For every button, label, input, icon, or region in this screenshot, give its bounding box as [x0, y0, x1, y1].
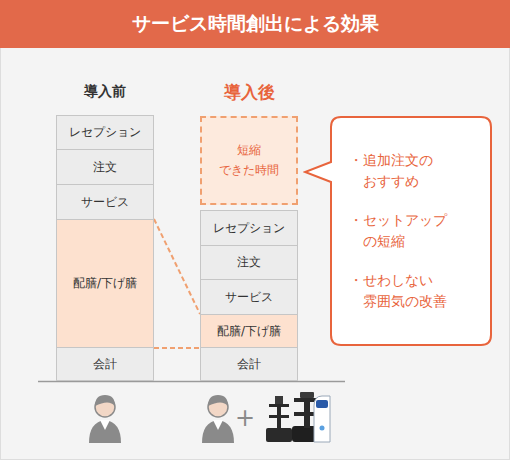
callout-shape — [305, 117, 491, 345]
column-heading: 導入後 — [224, 81, 275, 104]
box-label: 配膳/下げ膳 — [217, 323, 281, 339]
box-label: 短縮 できた時間 — [213, 141, 285, 179]
robot-icon — [266, 396, 292, 442]
dashed-connector — [154, 347, 200, 349]
process-box: 配膳/下げ膳 — [200, 314, 298, 348]
process-box: 注文 — [200, 245, 298, 280]
column-heading: 導入前 — [84, 83, 126, 101]
process-box: 注文 — [56, 149, 154, 185]
person-icon — [89, 395, 121, 443]
dashed-connector — [154, 219, 200, 314]
box-label: サービス — [225, 289, 273, 305]
process-box: 会計 — [56, 347, 154, 381]
box-label: レセプション — [69, 124, 141, 140]
box-label: 配膳/下げ膳 — [73, 275, 137, 291]
callout-outline — [303, 116, 495, 346]
process-box: サービス — [200, 279, 298, 315]
process-box: サービス — [56, 184, 154, 220]
title-banner — [0, 0, 510, 48]
process-box: レセプション — [200, 210, 298, 246]
process-box: レセプション — [56, 115, 154, 150]
box-label: サービス — [81, 194, 129, 210]
robot-icon — [314, 396, 330, 442]
person-icon — [202, 395, 234, 443]
callout-bullet: ・追加注文の おすすめ — [349, 150, 461, 192]
box-label: レセプション — [213, 220, 285, 236]
box-label: 会計 — [237, 356, 261, 372]
callout-bullet: ・セットアップ の短縮 — [349, 210, 461, 252]
process-box: 配膳/下げ膳 — [56, 219, 154, 348]
box-label: 注文 — [237, 254, 261, 270]
saved-time-box: 短縮 できた時間 — [200, 116, 298, 205]
callout-bullet: ・せわしない 雰囲気の改善 — [349, 270, 461, 312]
process-box: 会計 — [200, 347, 298, 381]
plus-sign: + — [235, 404, 255, 432]
box-label: 注文 — [93, 159, 117, 175]
box-label: 会計 — [93, 356, 117, 372]
diagram-title: サービス時間創出による効果 — [0, 0, 510, 48]
callout-box: ・追加注文の おすすめ・セットアップ の短縮・せわしない 雰囲気の改善 — [303, 116, 495, 346]
